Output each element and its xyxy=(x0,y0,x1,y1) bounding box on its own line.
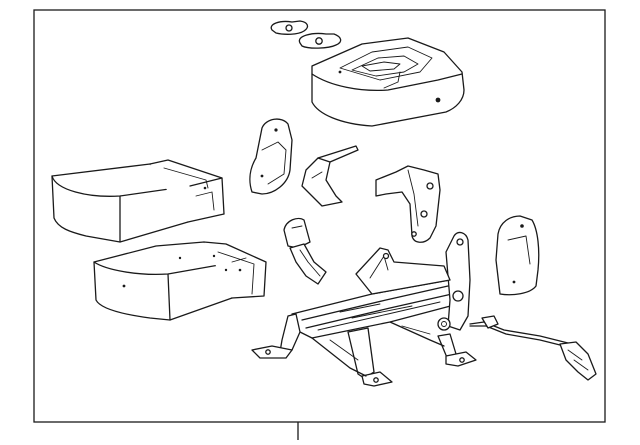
mount-bracket xyxy=(375,165,441,243)
center-console-lid xyxy=(311,37,465,127)
seat-frame xyxy=(251,231,477,387)
side-trim-panel-right xyxy=(495,215,540,296)
side-trim-panel-left xyxy=(249,118,293,195)
seat-belt-harness xyxy=(469,315,597,381)
seat-washers xyxy=(270,20,342,49)
seat-cushion-top xyxy=(51,159,225,243)
seat-belt-buckle xyxy=(283,217,327,285)
seat-cushion-bottom xyxy=(93,241,267,321)
side-trim-bracket xyxy=(301,145,359,207)
diagram-frame xyxy=(33,9,606,423)
